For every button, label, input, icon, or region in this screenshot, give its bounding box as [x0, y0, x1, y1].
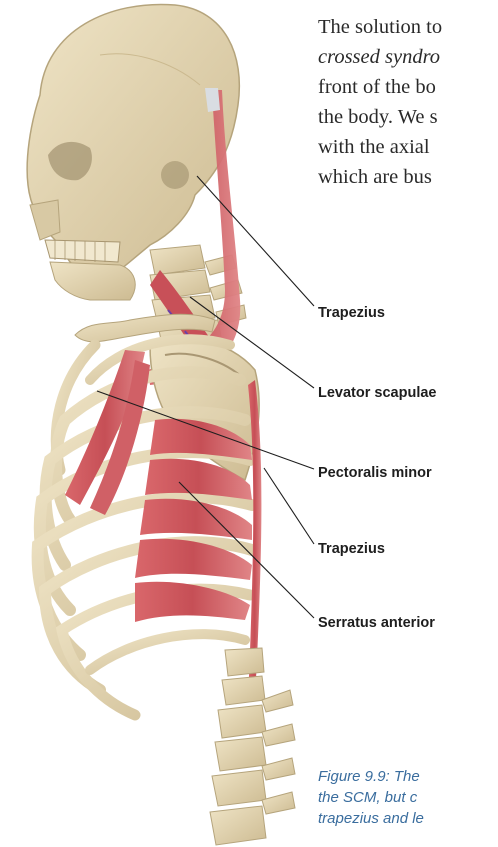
body-line-2: crossed syndro: [318, 42, 498, 72]
label-levator-scapulae: Levator scapulae: [318, 385, 436, 401]
label-trapezius-lower: Trapezius: [318, 541, 385, 557]
caption-line-3: trapezius and le: [318, 808, 498, 829]
label-serratus-anterior: Serratus anterior: [318, 615, 435, 631]
thoracic-lumbar-spine: [210, 648, 295, 845]
label-pectoralis-minor: Pectoralis minor: [318, 465, 432, 481]
caption-line-1: Figure 9.9: The: [318, 766, 498, 787]
body-line-6: which are bus: [318, 162, 498, 192]
body-line-5: with the axial: [318, 132, 498, 162]
leader-trapezius-lower: [264, 468, 314, 544]
body-line-3: front of the bo: [318, 72, 498, 102]
figure-caption: Figure 9.9: The the SCM, but c trapezius…: [318, 766, 498, 829]
body-line-4: the body. We s: [318, 102, 498, 132]
label-trapezius-upper: Trapezius: [318, 305, 385, 321]
caption-line-2: the SCM, but c: [318, 787, 498, 808]
body-line-1: The solution to: [318, 12, 498, 42]
skull: [27, 4, 239, 300]
body-paragraph: The solution to crossed syndro front of …: [318, 12, 498, 192]
